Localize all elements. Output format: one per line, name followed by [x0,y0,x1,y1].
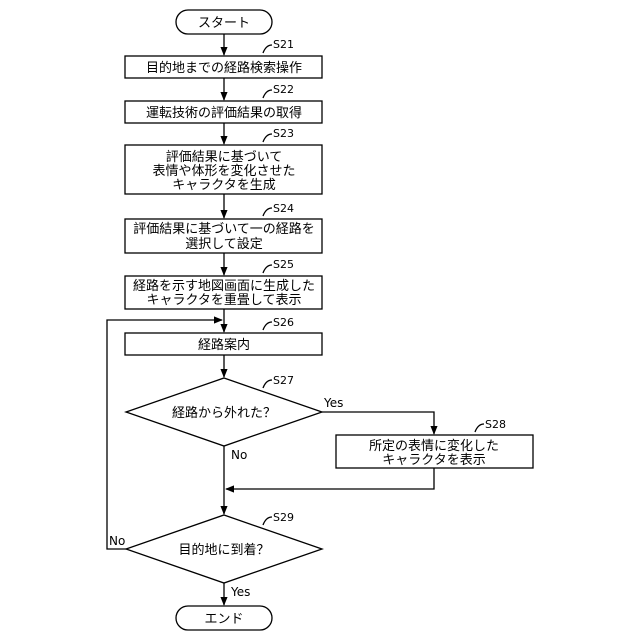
step-s23-text-line3: キャラクタを生成 [172,178,275,193]
step-leader [263,45,272,53]
start-label: スタート [198,16,250,31]
step-leader [263,265,272,273]
decision-s29: S29 目的地に到着？ [126,511,322,583]
step-s29-label: S29 [273,511,294,524]
step-s22-text: 運転技術の評価結果の取得 [146,105,302,121]
step-leader [263,380,272,388]
edge-label-yes-end: Yes [230,585,250,599]
start-terminal: スタート [176,10,272,34]
connector-merge [226,468,434,489]
step-s28-text-line1: 所定の表情に変化した [369,438,499,454]
step-s23-text-line1: 評価結果に基づいて [166,150,283,165]
step-s26-text: 経路案内 [198,337,250,353]
step-leader [263,90,272,98]
step-leader [263,517,272,525]
step-s21-text: 目的地までの経路検索操作 [146,60,302,76]
end-label: エンド [204,612,243,627]
step-s23-label: S23 [273,127,294,140]
end-terminal: エンド [176,606,272,630]
step-s28-label: S28 [485,418,506,431]
step-s28-text-line2: キャラクタを表示 [382,453,485,468]
step-s24-label: S24 [273,202,294,215]
step-leader [263,208,272,216]
step-s27-label: S27 [273,374,294,387]
step-s23-text-line2: 表情や体形を変化させた [152,163,295,179]
edge-label-no: No [231,448,247,462]
step-s24-text-line2: 選択して設定 [185,236,263,252]
step-leader [263,322,272,330]
step-s22-label: S22 [273,83,294,96]
decision-s27: S27 経路から外れた？ [126,374,322,446]
step-s21-label: S21 [273,38,294,51]
connector-yes [322,412,434,434]
decision-s27-text: 経路から外れた？ [172,405,276,421]
step-s25-text-line1: 経路を示す地図画面に生成した [133,278,315,294]
step-s26-label: S26 [273,316,294,329]
decision-s29-text: 目的地に到着？ [178,542,269,558]
step-leader [475,424,484,432]
step-s25-text-line2: キャラクタを重畳して表示 [146,292,301,308]
step-s25-label: S25 [273,258,294,271]
edge-label-loop-no: No [109,534,125,548]
step-leader [263,134,272,142]
step-s24-text-line1: 評価結果に基づいて一の経路を [133,221,315,237]
edge-label-yes: Yes [323,396,343,410]
